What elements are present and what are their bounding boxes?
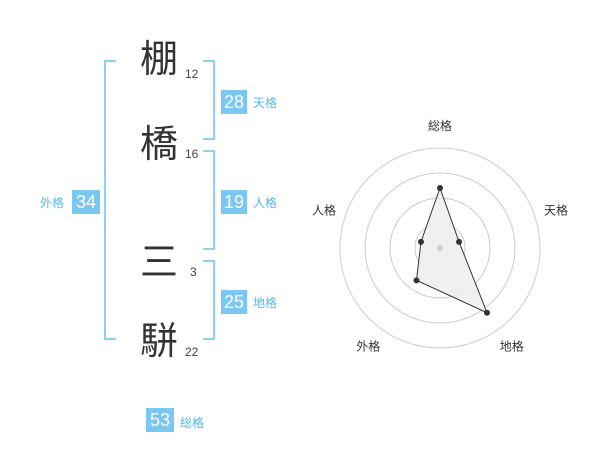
gaikaku-label: 外格 [40, 196, 65, 210]
jinkaku-value: 19 [221, 190, 247, 214]
name-char-4: 駢 [140, 319, 179, 363]
stroke-count-3: 3 [190, 265, 197, 279]
name-char-1: 棚 [140, 37, 179, 81]
radar-center-point [437, 245, 443, 251]
jinkaku-bracket [203, 150, 215, 250]
radar-point-1 [437, 185, 443, 191]
chikaku-bracket [203, 260, 215, 340]
radar-axis-label-4: 外格 [356, 339, 380, 354]
chikaku-label: 地格 [253, 296, 278, 310]
radar-point-3 [484, 309, 491, 316]
tenkaku-bracket [203, 60, 215, 140]
radar-ring-3 [364, 172, 516, 324]
radar-axis-label-3: 地格 [500, 339, 524, 354]
name-char-2: 橋 [140, 122, 179, 166]
radar-ring-4 [339, 147, 541, 349]
radar-axis-label-5: 人格 [312, 202, 336, 217]
stroke-count-2: 16 [185, 147, 199, 161]
jinkaku-label: 人格 [253, 196, 278, 210]
gaikaku-value: 34 [72, 190, 100, 214]
stroke-count-1: 12 [185, 67, 199, 81]
radar-point-5 [417, 238, 424, 245]
gaikaku-bracket [104, 60, 116, 340]
radar-axis-label-1: 総格 [428, 118, 452, 133]
radar-point-2 [456, 238, 463, 245]
radar-point-4 [413, 277, 420, 284]
soukaku-value: 53 [146, 408, 174, 432]
stroke-count-4: 22 [185, 345, 199, 359]
radar-value-polygon [415, 186, 488, 314]
tenkaku-label: 天格 [253, 96, 278, 110]
chikaku-value: 25 [221, 290, 247, 314]
name-char-3: 三 [140, 240, 179, 284]
tenkaku-value: 28 [221, 90, 247, 114]
radar-axis-label-2: 天格 [544, 202, 568, 217]
soukaku-label: 総格 [180, 416, 205, 430]
